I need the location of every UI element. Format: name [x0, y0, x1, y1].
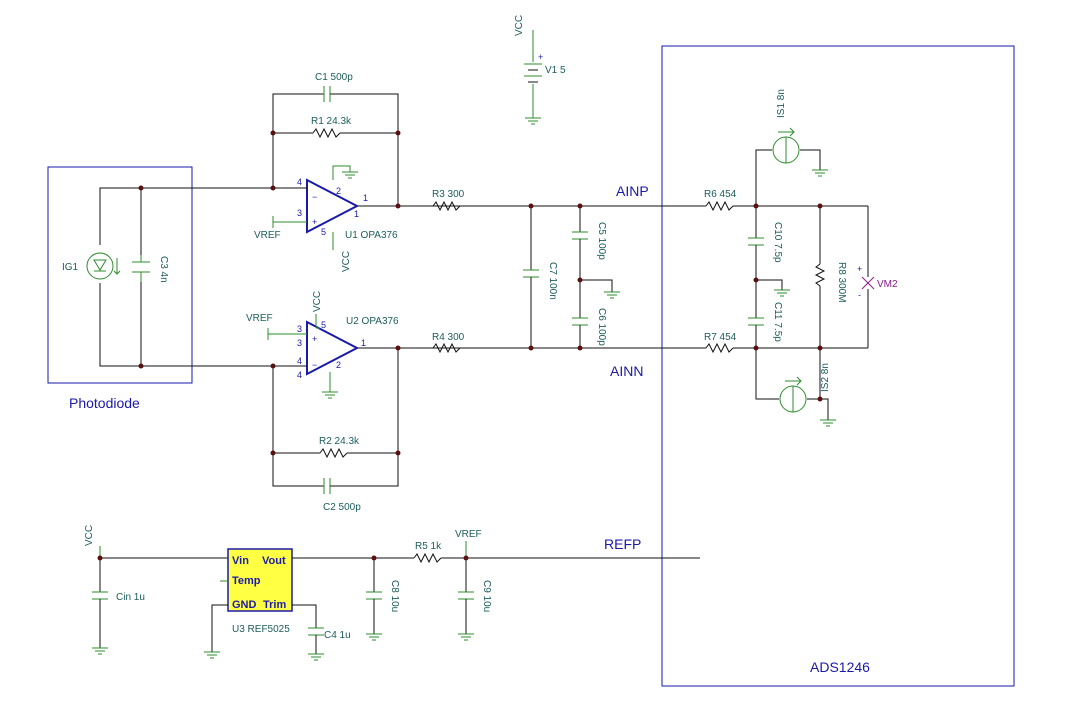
- svg-text:1: 1: [354, 209, 359, 219]
- svg-text:1: 1: [361, 338, 366, 348]
- ads1246-box: [661, 45, 1015, 687]
- label-is2: IS2 8n: [820, 363, 831, 392]
- label-r7: R7 454: [704, 332, 737, 343]
- label-vcc-v1: VCC: [514, 15, 525, 36]
- label-c1: C1 500p: [315, 72, 353, 83]
- pin-vin: Vin: [232, 555, 249, 567]
- label-refp: REFP: [604, 536, 641, 552]
- label-vcc-ref: VCC: [84, 525, 95, 546]
- label-c2: C2 500p: [323, 502, 361, 513]
- svg-text:−: −: [312, 192, 317, 202]
- label-ads1246: ADS1246: [810, 659, 870, 675]
- label-v1: V1 5: [545, 65, 566, 76]
- label-vm2: VM2: [877, 279, 898, 290]
- resistor-r3: R3 300: [432, 189, 465, 212]
- label-vref-u2: VREF: [246, 313, 273, 324]
- svg-text:−: −: [312, 360, 317, 370]
- input-filter: C7 100n C5 100p C6 100p AINP AINN: [523, 183, 700, 379]
- pin-trim: Trim: [263, 599, 286, 611]
- label-c6: C6 100p: [596, 308, 607, 346]
- pin-temp: Temp: [232, 575, 261, 587]
- reference-circuit: VCC Cin 1u Vin Vout Temp GND Trim U3 REF…: [84, 525, 700, 661]
- feedback-u1: C1 500p R1 24.3k: [270, 72, 401, 209]
- opamp-u1: − + 4 2 3 5 1 1 VREF VCC U1 OPA376: [254, 165, 528, 272]
- pin-vout: Vout: [262, 555, 286, 567]
- label-c11: C11 7.5p: [772, 302, 783, 342]
- label-u2: U2 OPA376: [346, 316, 399, 327]
- label-cin: Cin 1u: [116, 592, 145, 603]
- svg-text:5: 5: [321, 320, 326, 330]
- svg-text:3: 3: [297, 324, 302, 334]
- svg-text:4: 4: [297, 370, 302, 380]
- label-r4: R4 300: [432, 332, 465, 343]
- resistor-r4: R4 300: [432, 332, 465, 354]
- label-r8: R8 300M: [836, 262, 847, 303]
- label-c9: C9 10u: [481, 580, 492, 612]
- svg-text:3: 3: [297, 338, 302, 348]
- label-r5: R5 1k: [415, 541, 442, 552]
- label-is1: IS1 8n: [776, 89, 787, 118]
- ref5025-chip: [227, 548, 293, 612]
- svg-text:-: -: [858, 290, 861, 300]
- label-c3: C3 4n: [158, 256, 169, 283]
- label-vref-u1: VREF: [254, 230, 281, 241]
- label-c4: C4 1u: [324, 630, 351, 641]
- label-u3: U3 REF5025: [232, 624, 290, 635]
- label-vcc-u1: VCC: [341, 251, 352, 272]
- label-c7: C7 100n: [547, 262, 558, 300]
- label-c8: C8 10u: [389, 580, 400, 612]
- svg-text:1: 1: [363, 193, 368, 203]
- label-u1: U1 OPA376: [345, 230, 398, 241]
- svg-text:3: 3: [297, 208, 302, 218]
- label-vref-ref: VREF: [455, 529, 482, 540]
- label-r6: R6 454: [704, 189, 737, 200]
- label-r2: R2 24.3k: [319, 436, 360, 447]
- svg-text:4: 4: [297, 356, 302, 366]
- current-source-ig1-icon: [86, 252, 114, 280]
- label-r3: R3 300: [432, 189, 465, 200]
- label-vcc-u2: VCC: [312, 291, 323, 312]
- svg-text:2: 2: [336, 360, 341, 370]
- label-r1: R1 24.3k: [311, 116, 352, 127]
- photodiode-box: [47, 166, 193, 384]
- label-ainn: AINN: [610, 363, 643, 379]
- supply-v1: + VCC V1 5: [514, 15, 566, 125]
- label-c10: C10 7.5p: [772, 222, 783, 263]
- pin-gnd: GND: [232, 599, 257, 611]
- svg-text:+: +: [538, 52, 543, 62]
- label-ainp: AINP: [616, 183, 649, 199]
- ads1246-internals: R6 454 R7 454 IS1 8n C10 7.5p C11 7.5p R…: [700, 89, 898, 675]
- svg-text:+: +: [312, 217, 317, 227]
- label-ig1: IG1: [62, 262, 79, 273]
- svg-text:5: 5: [321, 227, 326, 237]
- svg-text:2: 2: [336, 186, 341, 196]
- opamp-u2: + − 3 3 5 1 4 4 2 VREF VCC U2 OPA376: [246, 291, 528, 399]
- photodiode-block: IG1 C3 4n Photodiode: [62, 185, 273, 411]
- svg-text:+: +: [857, 264, 862, 274]
- label-c5: C5 100p: [596, 222, 607, 260]
- svg-text:+: +: [312, 334, 317, 344]
- feedback-u2: R2 24.3k C2 500p: [270, 345, 401, 513]
- label-photodiode: Photodiode: [69, 395, 140, 411]
- svg-text:4: 4: [297, 177, 302, 187]
